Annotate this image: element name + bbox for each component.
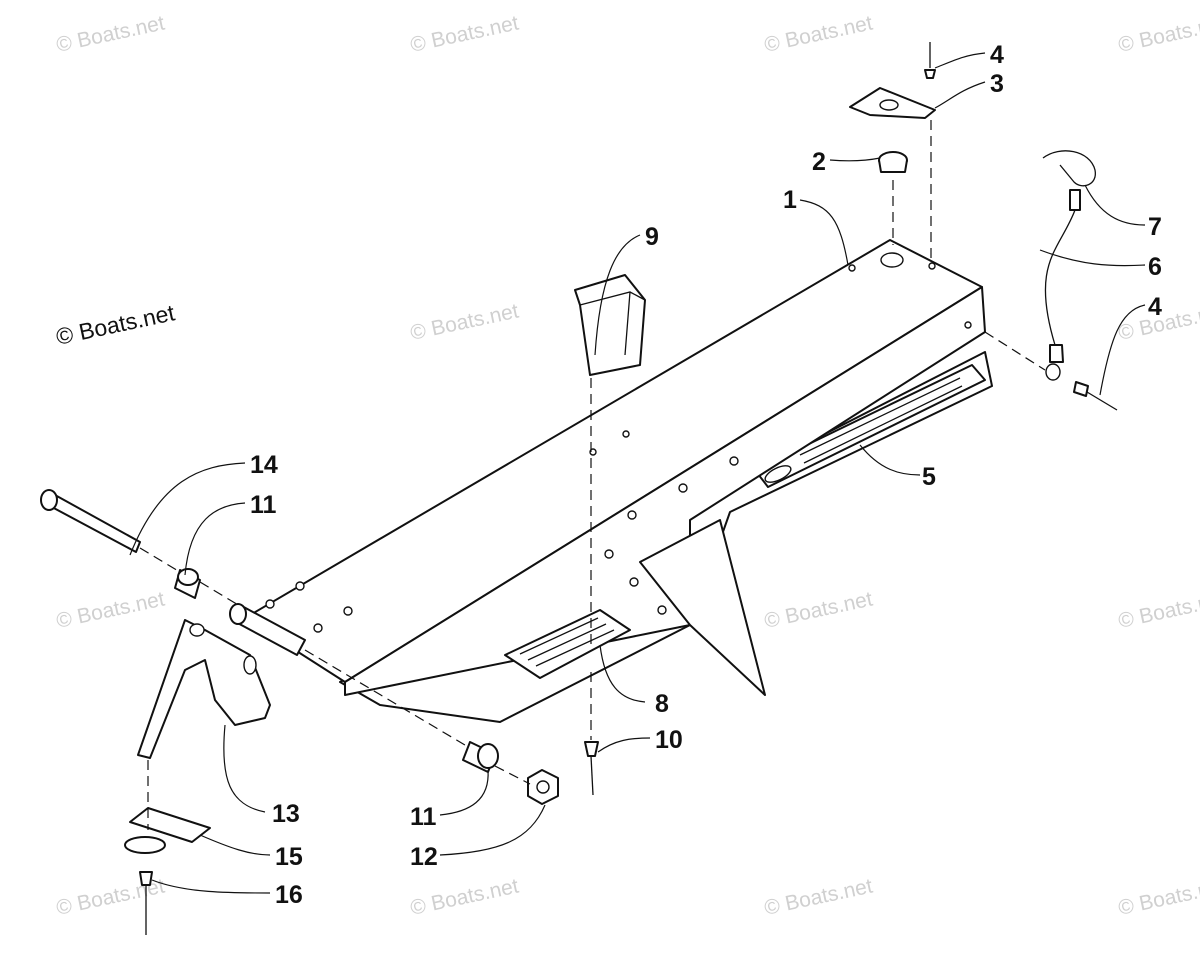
watermark-text: © Boats.net (762, 587, 875, 632)
callout-13: 13 (272, 800, 300, 828)
callout-11-lower: 11 (410, 803, 437, 831)
part-9-clip (574, 274, 646, 376)
bolt-axis-line (139, 547, 531, 785)
callout-1: 1 (783, 186, 797, 214)
watermark-main: © Boats.net (54, 299, 178, 350)
callout-5: 5 (922, 463, 936, 491)
callout-9: 9 (645, 223, 659, 251)
part-11-bushing-lower (462, 741, 499, 773)
callout-6: 6 (1148, 253, 1162, 281)
part-2-grommet (878, 151, 908, 173)
callout-8: 8 (655, 690, 669, 718)
part-14-bolt (40, 489, 141, 553)
callout-12: 12 (410, 843, 438, 871)
part-4-rivet-top (924, 42, 936, 79)
watermark-text: © Boats.net (762, 874, 875, 919)
callout-2: 2 (812, 148, 826, 176)
part-6-lanyard (1044, 209, 1076, 346)
part-1-channel (244, 239, 986, 696)
callout-3: 3 (990, 70, 1004, 98)
callout-7: 7 (1148, 213, 1162, 241)
pin-axis-line (984, 331, 1046, 371)
part-10-rivet (584, 741, 599, 796)
callout-10: 10 (655, 726, 683, 754)
watermark-text: © Boats.net (1116, 587, 1200, 632)
part-4-rivet-side (1073, 381, 1118, 411)
watermark-text: © Boats.net (408, 874, 521, 919)
watermark-text: © Boats.net (762, 11, 875, 56)
part-15-shim (129, 807, 211, 843)
watermark-text: © Boats.net (1116, 11, 1200, 56)
callout-14: 14 (250, 451, 278, 479)
callout-labels: 1 2 3 4 4 5 6 7 8 9 10 11 11 12 13 14 15… (250, 41, 1162, 909)
part-3-plate (849, 87, 936, 119)
callout-16: 16 (275, 881, 303, 909)
watermark-text: © Boats.net (1116, 874, 1200, 919)
part-7-pin-clip (1042, 150, 1096, 211)
watermark-text: © Boats.net (54, 11, 167, 56)
part-11-bushing-upper (174, 568, 201, 599)
part-12-nut (527, 769, 559, 805)
part-16-rivet (139, 871, 153, 935)
leader-lines (129, 52, 1146, 894)
callout-11-upper: 11 (250, 491, 277, 519)
callout-4-top: 4 (990, 41, 1004, 69)
part-13-bracket (137, 619, 271, 759)
watermark-text: © Boats.net (54, 587, 167, 632)
part-16-washer (124, 836, 166, 854)
callout-4-side: 4 (1148, 293, 1162, 321)
watermark-text: © Boats.net (408, 299, 521, 344)
callout-15: 15 (275, 843, 303, 871)
part-6-lanyard-end (1045, 344, 1064, 381)
watermark-text: © Boats.net (408, 11, 521, 56)
spacer-tube (229, 603, 306, 656)
